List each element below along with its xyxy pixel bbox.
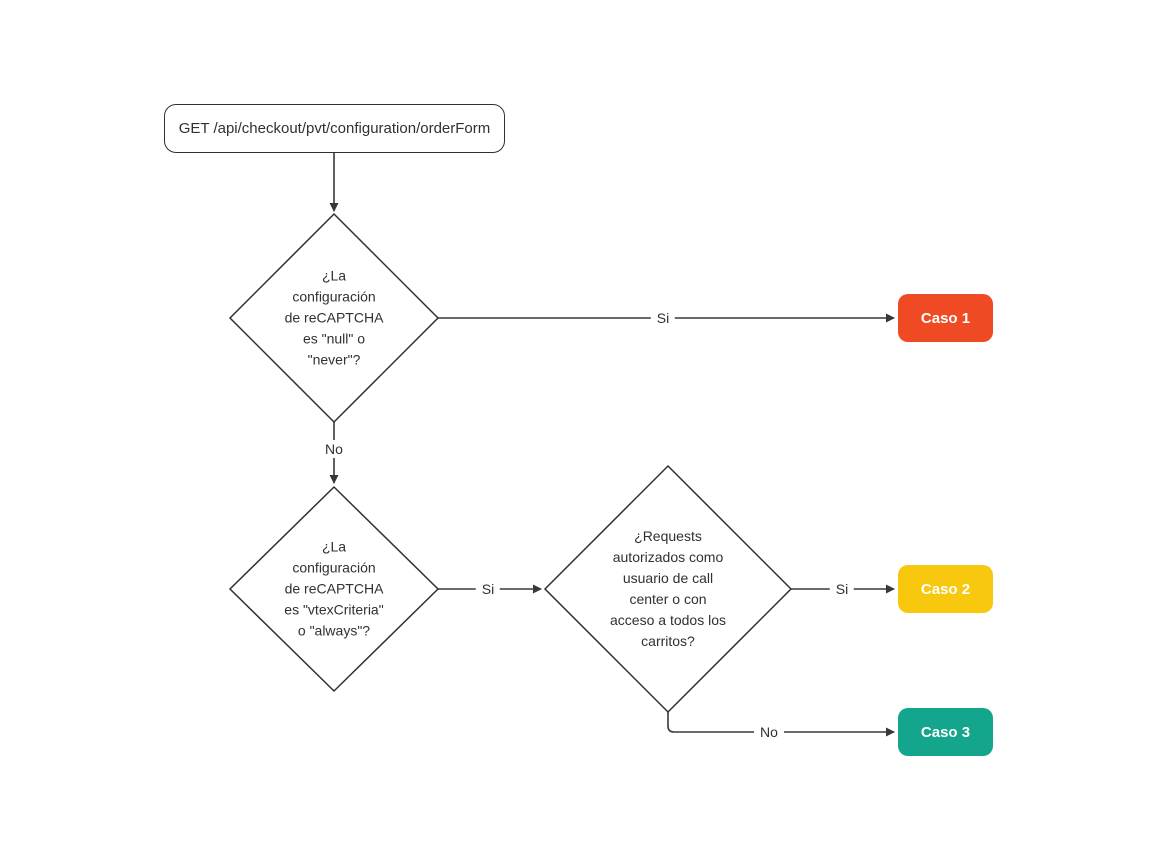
decision-diamond-3	[543, 464, 793, 714]
outcome-caso-2: Caso 2	[898, 565, 993, 613]
decision-3-text: ¿Requests autorizados como usuario de ca…	[610, 528, 726, 649]
edge-label-decision3-no: No	[754, 723, 784, 741]
start-node: GET /api/checkout/pvt/configuration/orde…	[164, 104, 505, 153]
decision-diamond-1	[228, 212, 440, 424]
edge-label-decision2-si: Si	[475, 580, 501, 598]
edge-label-decision1-si: Si	[650, 309, 676, 327]
outcome-caso-1-label: Caso 1	[920, 309, 971, 327]
outcome-caso-3: Caso 3	[898, 708, 993, 756]
outcome-caso-3-label: Caso 3	[920, 723, 971, 741]
decision-diamond-2	[228, 485, 440, 693]
edge-label-decision3-si: Si	[829, 580, 855, 598]
outcome-caso-2-label: Caso 2	[920, 580, 971, 598]
outcome-caso-1: Caso 1	[898, 294, 993, 342]
edge-decision3-no-to-caso3	[667, 712, 895, 737]
decision-2-text: ¿La configuración de reCAPTCHA es "vtexC…	[284, 538, 384, 639]
decision-1-text: ¿La configuración de reCAPTCHA es "null"…	[284, 267, 384, 368]
edge-label-decision1-no: No	[319, 440, 349, 458]
